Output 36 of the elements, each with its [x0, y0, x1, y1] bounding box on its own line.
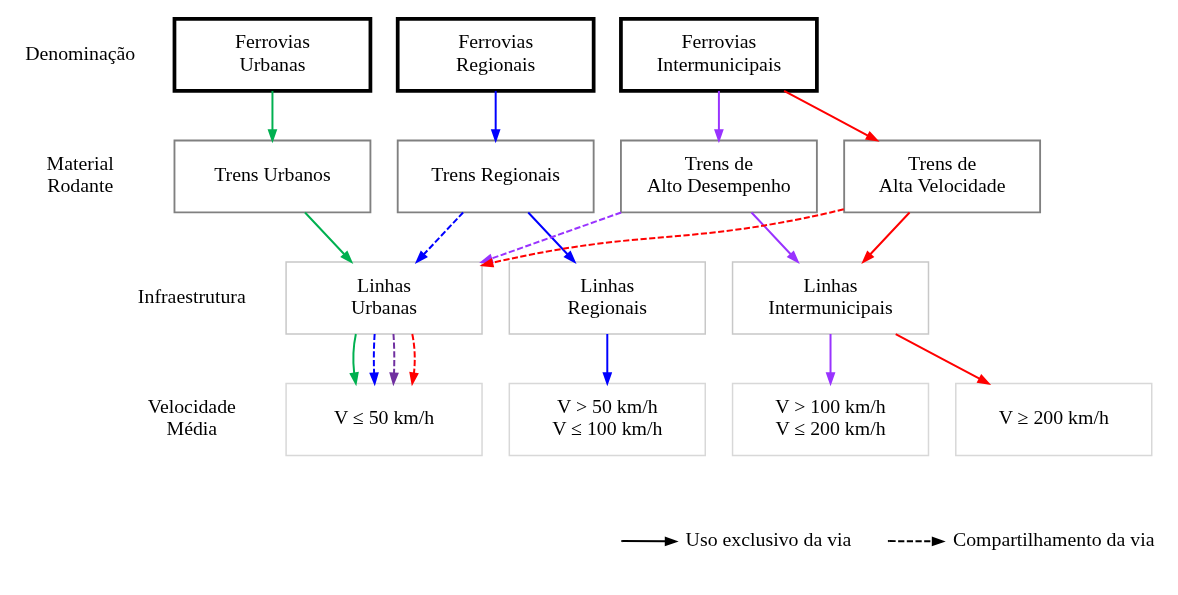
label: Infraestrutura: [137, 284, 246, 307]
node-box: Linhas Urbanas: [285, 260, 483, 335]
arrow: [414, 211, 465, 264]
node-box: Linhas Regionais: [508, 260, 706, 335]
arrow: [783, 89, 880, 142]
arrow: [602, 332, 613, 386]
arrow: [714, 89, 724, 143]
node-box: Trens de Alta Velocidade: [843, 139, 1042, 213]
node-box: Ferrovias Intermunicipais: [619, 16, 819, 93]
arrow: [369, 332, 379, 386]
arrow: [527, 211, 577, 264]
node-box: Trens Urbanos: [173, 139, 372, 213]
arrow: [304, 211, 354, 264]
node-box: V > 50 km/h V ≤ 100 km/h: [508, 382, 706, 456]
arrow: [267, 89, 278, 143]
arrow: [894, 332, 992, 385]
label: Material Rodante: [46, 151, 114, 196]
node-box: Trens Regionais: [396, 139, 595, 213]
arrow: [490, 89, 501, 143]
label: Denominação: [25, 41, 136, 64]
node-box: V ≤ 50 km/h: [285, 382, 483, 456]
arrow: [861, 211, 911, 264]
node-box: V > 100 km/h V ≤ 200 km/h: [731, 382, 930, 456]
legend-label: Compartilhamento da via: [952, 527, 1155, 550]
legend-label: Uso exclusivo da via: [685, 527, 852, 550]
arrow: [409, 332, 419, 386]
label: Velocidade Média: [147, 394, 236, 439]
node-box: Linhas Intermunicipais: [731, 260, 930, 335]
arrow: [349, 332, 359, 386]
node-box: Ferrovias Urbanas: [172, 16, 373, 93]
node-box: Trens de Alto Desempenho: [620, 139, 818, 213]
arrow: [750, 211, 800, 264]
node-box: V ≥ 200 km/h: [955, 382, 1153, 456]
arrow: [825, 332, 836, 386]
arrow: [389, 332, 399, 386]
node-box: Ferrovias Regionais: [395, 16, 596, 93]
